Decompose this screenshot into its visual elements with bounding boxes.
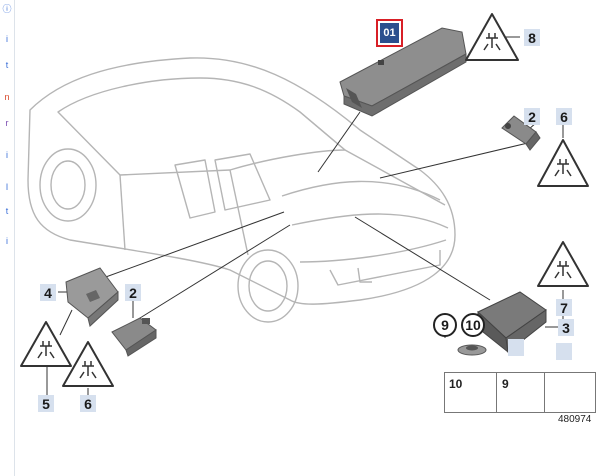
left-edge-divider <box>14 0 15 476</box>
callout-4[interactable]: 4 <box>40 284 56 301</box>
hardware-legend: 10 9 <box>444 372 596 413</box>
module-left <box>65 267 119 327</box>
edge-glyph-6: l <box>6 182 8 192</box>
legend-label-9: 9 <box>502 377 509 391</box>
callout-9[interactable]: 9 <box>433 313 457 337</box>
legend-cell-routing[interactable] <box>545 373 596 412</box>
plug-glyphs <box>37 33 572 379</box>
edge-glyph-3: n <box>4 92 10 102</box>
callout-blank-1 <box>508 339 524 356</box>
callout-6-top[interactable]: 6 <box>556 108 572 125</box>
connector-module-left <box>111 317 157 357</box>
callout-blank-2 <box>556 343 572 360</box>
callout-7[interactable]: 7 <box>556 299 572 316</box>
callout-8[interactable]: 8 <box>524 29 540 46</box>
legend-cell-10[interactable]: 10 <box>445 373 497 412</box>
legend-cell-9[interactable]: 9 <box>497 373 545 412</box>
edge-glyph-7: t <box>5 206 9 216</box>
control-unit-module <box>339 27 467 117</box>
highlight-code: 01 <box>380 23 399 43</box>
callout-3[interactable]: 3 <box>558 319 574 336</box>
highlight-callout[interactable]: 01 <box>376 19 403 47</box>
edge-glyph-8: i <box>6 236 8 246</box>
edge-glyph-4: r <box>5 118 9 128</box>
edge-glyph-1: i <box>6 34 8 44</box>
legend-label-10: 10 <box>449 377 463 391</box>
edge-glyph-0: ⓘ <box>2 4 12 14</box>
edge-glyph-5: i <box>6 150 8 160</box>
callout-10[interactable]: 10 <box>461 313 485 337</box>
edge-glyph-2: t <box>5 60 9 70</box>
car-outline <box>27 57 456 323</box>
sensor-top-right <box>501 115 541 151</box>
callout-2-top[interactable]: 2 <box>524 108 540 125</box>
callout-2-bottom[interactable]: 2 <box>125 284 141 301</box>
warning-triangles <box>20 13 589 387</box>
callout-6-bottom[interactable]: 6 <box>80 395 96 412</box>
leader-lines <box>46 36 564 395</box>
reference-number: 480974 <box>558 414 592 425</box>
callout-5[interactable]: 5 <box>38 395 54 412</box>
